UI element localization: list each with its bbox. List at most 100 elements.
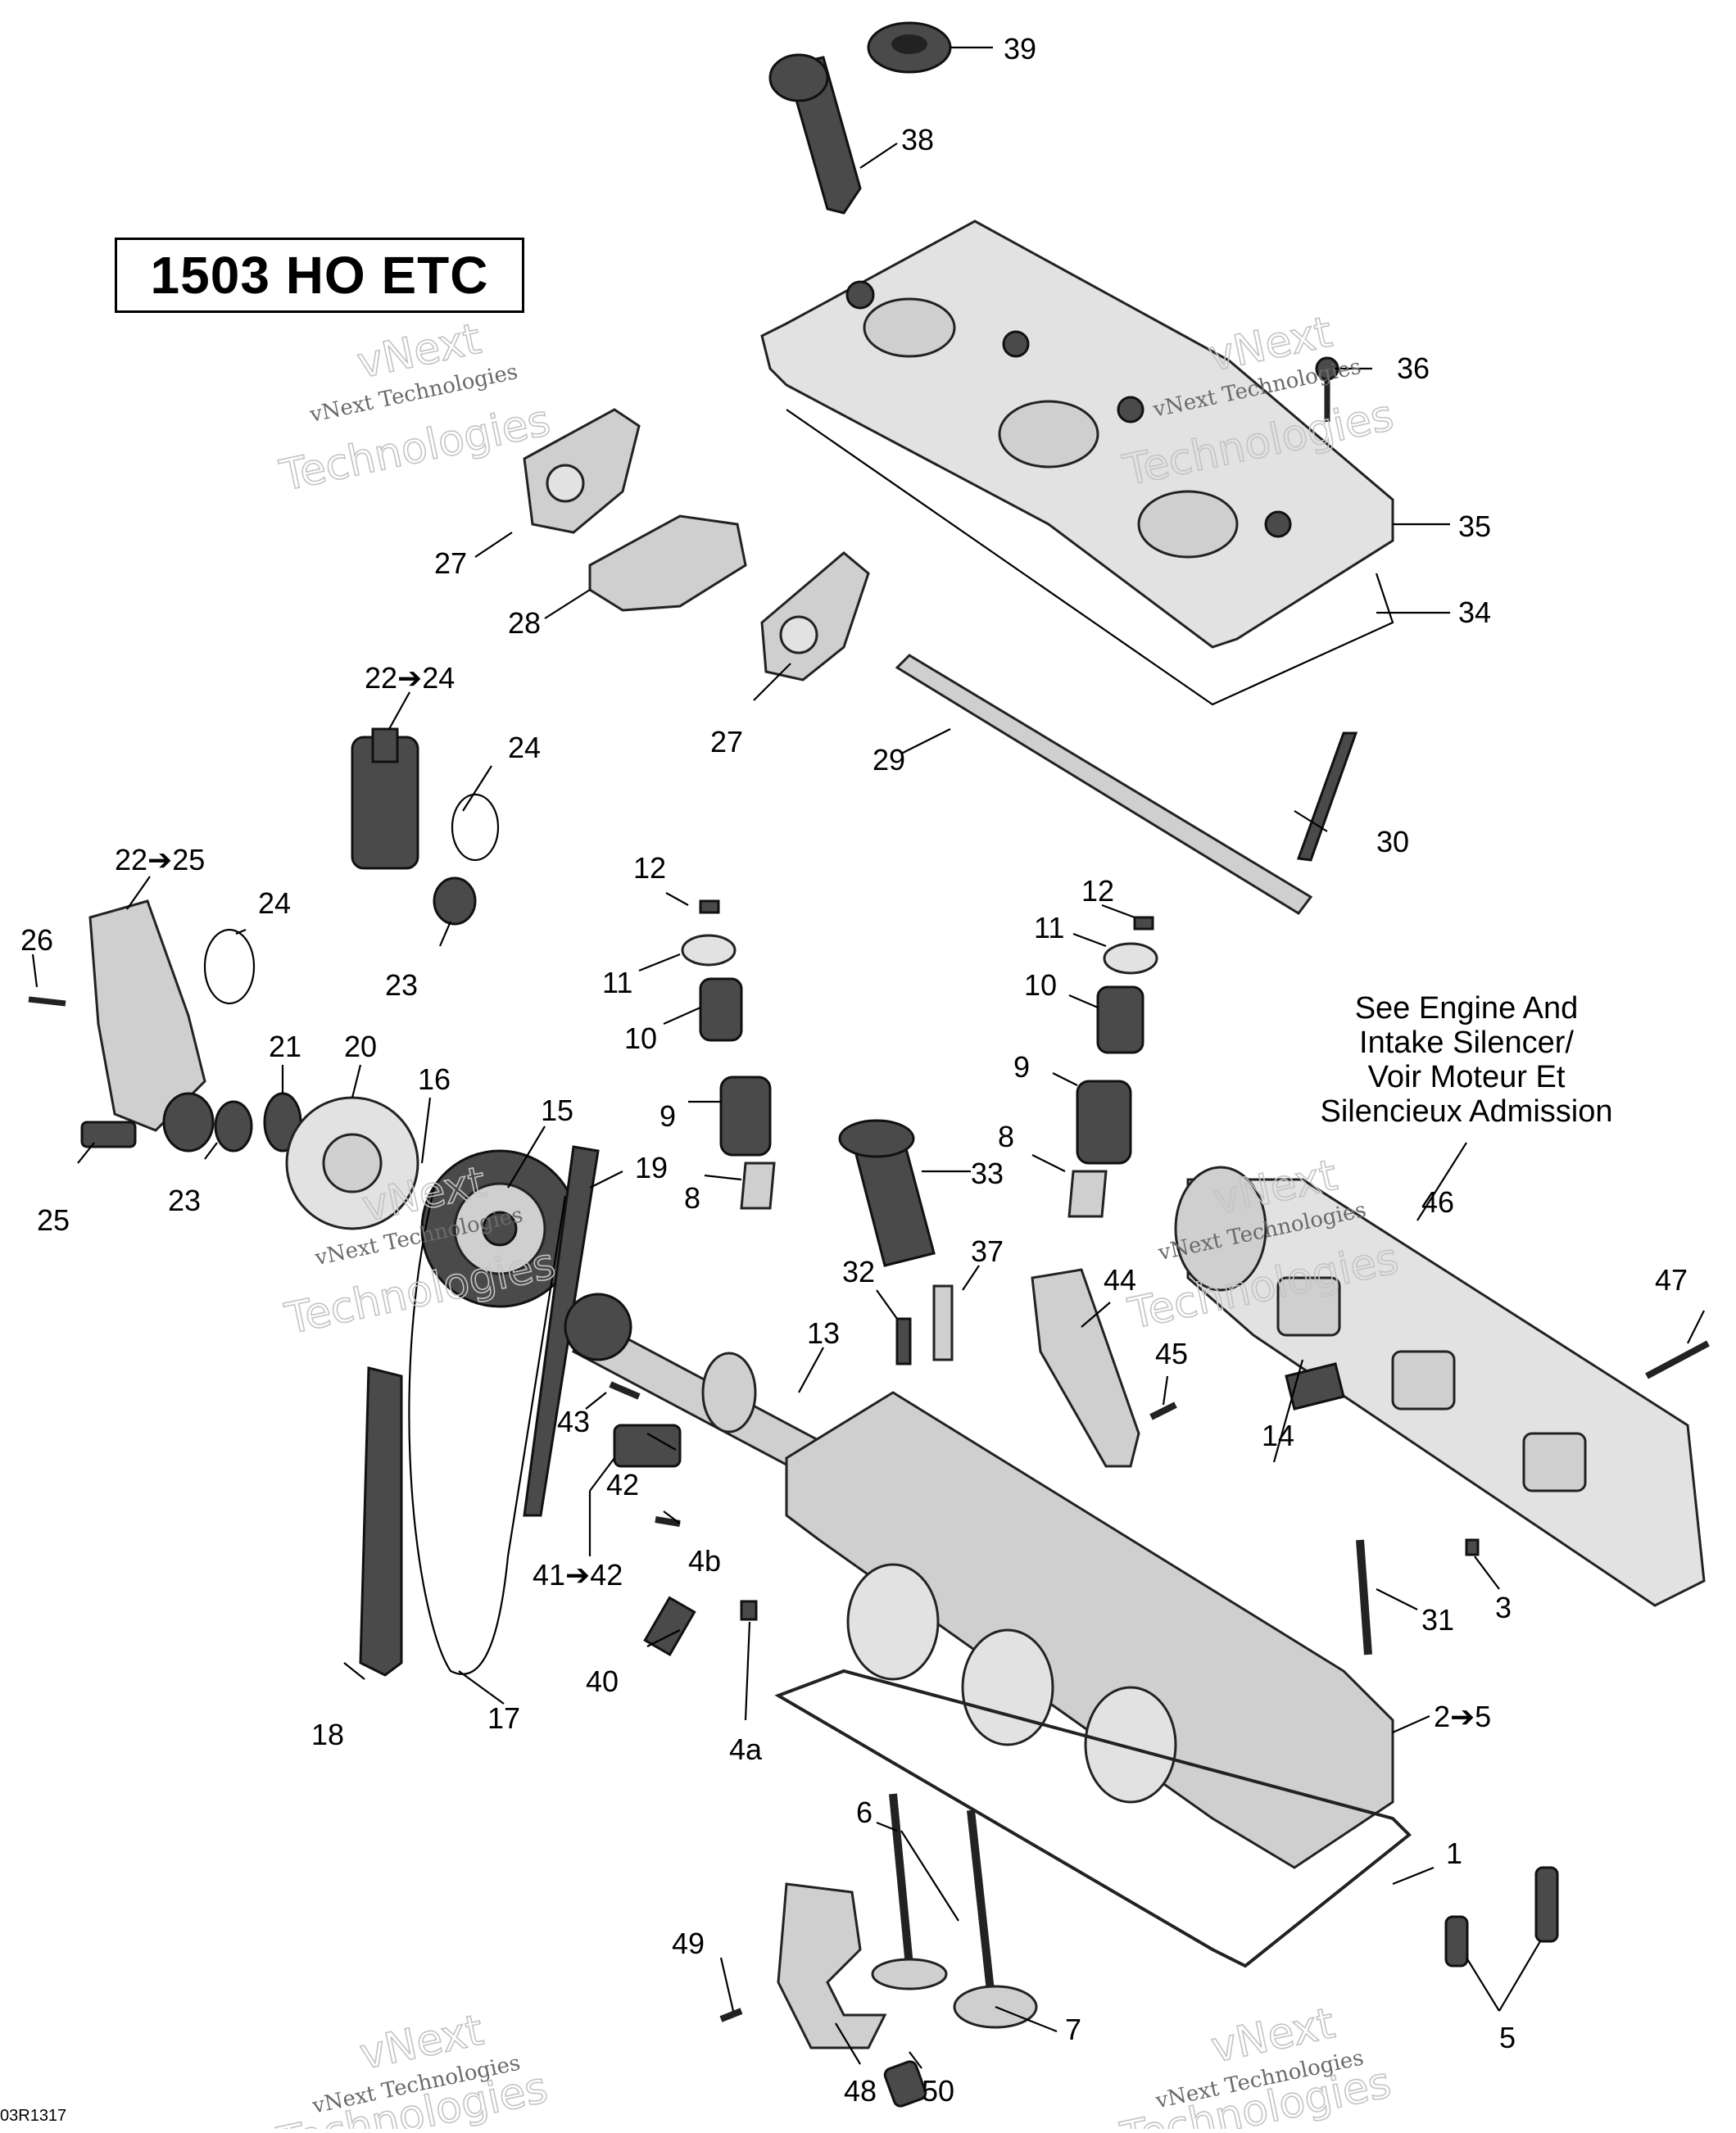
part-rocker-arm-bracket [523,408,641,534]
callout-labels: 39 38 36 35 34 27 28 27 29 30 22➔24 24 2… [20,32,1688,2108]
part-screw [1645,1340,1710,1379]
callout-21: 21 [269,1030,301,1063]
part-lifting-bracket [1031,1268,1140,1468]
callout-23-upper: 23 [385,968,418,1002]
callout-2-5: 2➔5 [1434,1700,1491,1733]
part-camshaft [564,1293,854,1493]
part-cover-gasket [786,409,1394,706]
callout-15: 15 [541,1094,573,1127]
part-timing-chain [408,1187,567,1675]
part-screw [1149,1402,1177,1420]
callout-46: 46 [1421,1185,1454,1219]
callout-42: 42 [606,1468,639,1501]
part-temperature-sensor [643,1596,696,1657]
part-seal [214,1100,253,1153]
callout-25: 25 [37,1203,70,1237]
watermark-bottom-left: vNext vNext Technologies Technologies [273,2005,553,2133]
part-plug [740,1600,758,1621]
part-screw [719,2008,743,2022]
part-sprocket [420,1149,579,1308]
part-screw [895,1317,912,1365]
part-head-gasket [774,1669,1412,1968]
callout-31: 31 [1421,1603,1454,1637]
note-line: Intake Silencer/ [1359,1026,1574,1060]
part-valve [953,1809,1038,2029]
callout-22-25: 22➔25 [115,843,205,876]
callout-45: 45 [1155,1337,1188,1370]
callout-10-left: 10 [624,1021,657,1055]
part-screw [1315,356,1339,422]
callout-43: 43 [557,1405,590,1438]
callout-49: 49 [672,1927,705,1960]
callout-22-24: 22➔24 [365,661,455,695]
callout-24-upper: 24 [508,731,541,764]
part-screw [655,1516,681,1527]
note-line: Silencieux Admission [1320,1094,1613,1129]
callout-11-right: 11 [1034,911,1064,944]
callout-3: 3 [1495,1591,1512,1624]
part-valve-spring-stack [1067,916,1158,1218]
part-head-bolt [1296,731,1358,862]
callout-47: 47 [1655,1263,1688,1297]
callout-4b: 4b [688,1544,721,1578]
part-chain-tensioner-guide [523,1145,600,1517]
part-actuator [351,727,419,870]
callout-39: 39 [1004,32,1036,66]
callout-12-right: 12 [1081,874,1114,908]
part-valve-cover [760,220,1394,649]
cross-reference-note: See Engine And Intake Silencer/ Voir Mot… [1253,991,1679,1129]
callout-17: 17 [487,1701,520,1735]
part-spark-plug [932,1284,954,1361]
callout-5: 5 [1499,2021,1516,2054]
callout-8-left: 8 [684,1181,700,1215]
part-screw [28,996,66,1007]
callout-48: 48 [844,2074,877,2108]
callout-13: 13 [807,1316,840,1350]
callout-24-lower: 24 [258,886,291,920]
callout-37: 37 [971,1234,1004,1268]
callout-36: 36 [1397,351,1430,385]
callout-44: 44 [1104,1263,1136,1297]
part-dowel-pin [1534,1866,1559,1943]
callout-30: 30 [1376,825,1409,858]
callout-9-right: 9 [1013,1050,1030,1084]
note-line: See Engine And [1354,991,1579,1026]
callout-1: 1 [1446,1836,1462,1870]
part-rocker-arm [588,514,747,612]
callout-7: 7 [1065,2013,1081,2046]
part-o-ring [451,793,500,862]
part-actuator [88,899,215,1153]
diagram-code: 03R1317 [0,2107,67,2125]
callout-40: 40 [586,1664,619,1698]
part-sleeve [883,2060,927,2108]
part-rocker-arm-bracket [760,551,870,682]
part-cylinder-head [785,1391,1394,1869]
callout-32: 32 [842,1255,875,1288]
callout-18: 18 [311,1718,344,1751]
callout-41-42: 41➔42 [533,1558,623,1592]
callout-33: 33 [971,1157,1004,1190]
callout-50: 50 [922,2074,954,2108]
leader-lines [31,46,1705,2069]
part-cover-bolt [768,53,862,215]
callout-6: 6 [856,1796,873,1829]
callout-20: 20 [344,1030,377,1063]
part-grommet [867,21,952,74]
watermark-bottom-right: vNext vNext Technologies Technologies [1116,1998,1396,2133]
note-line: Voir Moteur Et [1367,1060,1566,1094]
callout-27-upper: 27 [434,546,467,580]
part-intake-manifold [1174,1166,1706,1607]
part-timing-gear-plate [285,1096,419,1230]
callout-10-right: 10 [1024,968,1057,1002]
callout-28: 28 [508,606,541,640]
part-spark-plug-tube [838,1119,936,1267]
part-o-ring [203,928,256,1005]
part-head-bolt [1356,1539,1372,1655]
part-valve-spring-stack [681,899,776,1210]
part-dowel [1465,1538,1480,1556]
part-bracket [777,1882,887,2049]
callout-19: 19 [635,1151,668,1184]
callout-4a: 4a [729,1732,763,1766]
part-rocker-shaft [895,654,1313,915]
